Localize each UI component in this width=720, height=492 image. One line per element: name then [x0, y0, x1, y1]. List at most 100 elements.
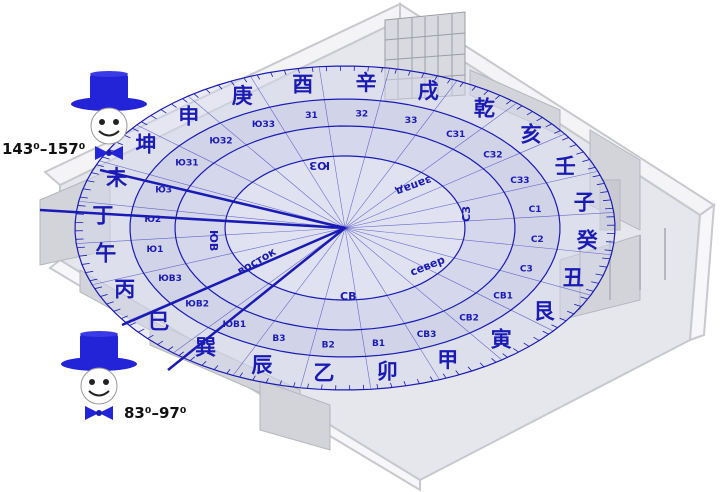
mountain-glyph: 未: [106, 166, 127, 190]
mountain-glyph: 戌: [418, 79, 439, 103]
compass-tick: [591, 281, 599, 284]
compass-tick: [576, 151, 584, 155]
sector-label: В2: [322, 340, 335, 350]
sector-label: СВ2: [459, 314, 479, 324]
compass-tick: [592, 174, 601, 178]
sector-label: Ю3: [155, 185, 172, 195]
compass-tick: [160, 109, 167, 114]
sector-label: СЗ2: [483, 151, 502, 161]
compass-tick: [580, 296, 588, 300]
compass-spoke: [232, 227, 346, 376]
compass-spoke: [318, 66, 346, 229]
front-wall-right: [688, 202, 716, 342]
compass-tick: [113, 308, 121, 312]
compass-spoke: [344, 227, 372, 390]
compass-tick: [193, 93, 199, 98]
compass-tick: [137, 328, 145, 333]
compass-tick: [467, 366, 473, 372]
sector-label: ЮВ3: [158, 274, 182, 284]
compass-tick: [421, 72, 425, 78]
compass-tick: [599, 265, 608, 268]
compass-tick: [442, 373, 447, 379]
compass-tick: [252, 375, 256, 381]
compass-tick: [559, 317, 567, 322]
compass-spoke: [250, 76, 346, 229]
sector-label: ЮЗ2: [209, 136, 232, 146]
compass-tick: [79, 254, 88, 257]
mountain-glyph: 辛: [356, 71, 377, 95]
mountain-glyph: 子: [574, 191, 595, 215]
compass-spoke: [344, 227, 612, 256]
compass-tick: [213, 365, 219, 370]
compass-tick: [502, 353, 508, 358]
mountain-glyph: 酉: [292, 72, 313, 96]
compass-tick: [81, 262, 90, 265]
sector-label: СЗ3: [510, 176, 529, 186]
mountain-glyph: 巽: [195, 335, 216, 359]
compass-tick: [523, 342, 530, 347]
compass-tick: [293, 382, 296, 388]
compass-tick: [381, 67, 383, 73]
compass-tick: [94, 286, 103, 290]
compass-tick: [479, 362, 485, 368]
hat-man-icon: [71, 71, 147, 160]
compass-tick: [217, 84, 223, 90]
compass-spoke: [344, 80, 458, 229]
compass-tick: [270, 72, 274, 78]
compass-tick: [321, 384, 323, 390]
compass-tick: [265, 378, 269, 384]
sector-label: ЮЗ3: [252, 120, 275, 130]
compass-tick: [189, 356, 195, 362]
direction-ray: [121, 226, 346, 327]
compass-tick: [121, 315, 128, 319]
compass-tick: [79, 196, 88, 199]
compass-tick: [390, 382, 393, 388]
compass-tick: [100, 294, 108, 297]
compass-tick: [205, 88, 211, 94]
compass-tick: [602, 199, 611, 202]
bottom-angle-label: 83⁰–97⁰: [124, 404, 187, 422]
compass-tick: [85, 270, 94, 274]
compass-tick: [311, 67, 314, 73]
compass-tick: [483, 90, 489, 95]
sector-label: З1: [305, 111, 318, 121]
compass-spoke: [99, 160, 346, 229]
compass-tick: [91, 172, 99, 175]
compass-spoke: [76, 227, 346, 244]
compass-tick: [582, 159, 590, 162]
compass-tick: [459, 82, 464, 87]
compass-tick: [574, 303, 582, 307]
direction-ray: [39, 208, 346, 230]
compass-tick: [76, 246, 85, 249]
compass-tick: [283, 70, 287, 75]
mountain-glyph: 巳: [148, 310, 169, 334]
hat-man-icon: [61, 331, 137, 420]
compass-spoke: [344, 170, 598, 229]
compass-tick: [307, 383, 309, 389]
compass-tick: [230, 80, 235, 86]
sector-label: СЗ1: [446, 130, 465, 140]
compass-tick: [596, 182, 605, 186]
mountain-glyph: 壬: [555, 154, 576, 178]
compass-tick: [376, 383, 379, 389]
compass-tick: [495, 94, 501, 100]
sector-label: З3: [405, 116, 418, 126]
sector-label: С2: [531, 235, 544, 245]
compass-spoke: [344, 102, 517, 229]
compass-tick: [605, 207, 614, 210]
compass-tick: [533, 336, 540, 341]
compass-tick: [141, 121, 148, 126]
label-ne: СВ: [340, 290, 356, 303]
label-nw: СЗ: [460, 206, 473, 222]
compass-spoke: [136, 124, 346, 229]
mountain-glyph: 丑: [563, 266, 584, 290]
sector-label: ЮВ2: [185, 299, 209, 309]
compass-tick: [516, 105, 523, 110]
compass-tick: [171, 103, 177, 108]
compass-tick: [367, 66, 369, 72]
sector-label: Ю1: [147, 245, 164, 255]
mountain-glyph: 甲: [437, 348, 458, 372]
compass-tick: [226, 369, 231, 374]
compass-tick: [256, 74, 261, 80]
